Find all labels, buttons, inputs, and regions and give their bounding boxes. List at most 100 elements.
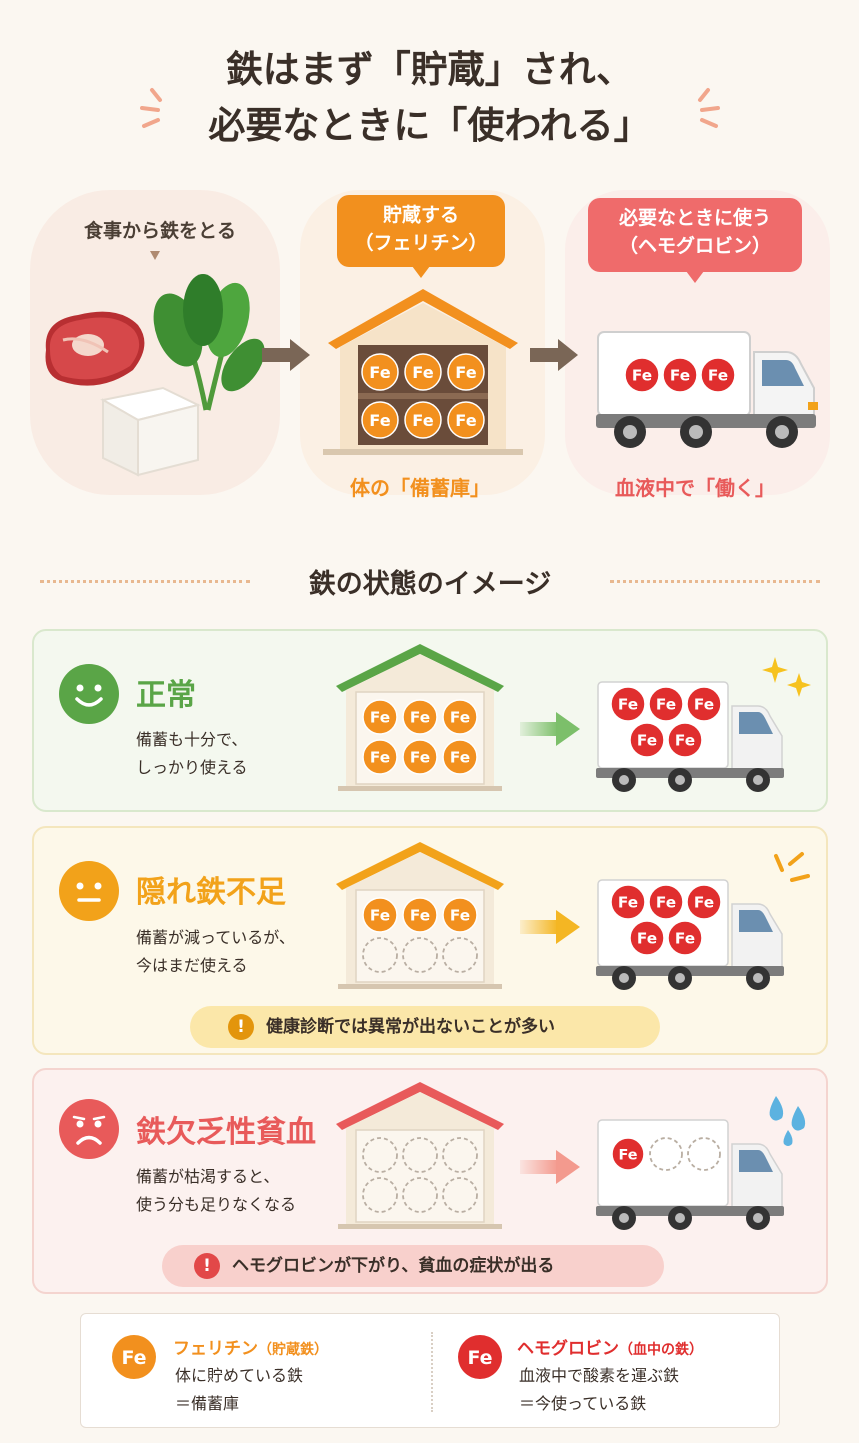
- hemoglobin-fe-icon: Fe: [611, 1137, 645, 1171]
- state-desc-hidden-line2: 今はまだ使える: [136, 956, 248, 975]
- svg-text:Fe: Fe: [467, 1347, 492, 1369]
- ferritin-fe-icon: Fe: [442, 699, 478, 735]
- hemoglobin-fe-icon: Fe: [629, 722, 665, 758]
- svg-text:Fe: Fe: [675, 930, 695, 948]
- empty-iron-slot: [402, 1177, 438, 1213]
- svg-text:Fe: Fe: [708, 367, 728, 385]
- svg-text:Fe: Fe: [455, 411, 476, 430]
- transfer-arrow-icon: [520, 712, 580, 746]
- svg-text:Fe: Fe: [675, 732, 695, 750]
- svg-text:Fe: Fe: [637, 930, 657, 948]
- transfer-arrow-icon: [520, 1150, 580, 1184]
- svg-text:Fe: Fe: [412, 363, 433, 382]
- state-desc-anemia-line1: 備蓄が枯渇すると、: [136, 1167, 280, 1186]
- empty-iron-slot: [442, 1177, 478, 1213]
- empty-iron-slot: [442, 937, 478, 973]
- note-hidden-deficiency: ! 健康診断では異常が出ないことが多い: [190, 1006, 660, 1048]
- use-bubble-line2: （ヘモグロビン）: [618, 235, 771, 257]
- store-bubble: 貯蔵する （フェリチン）: [337, 195, 505, 278]
- transfer-arrow-icon: [520, 910, 580, 944]
- use-bubble-line1: 必要なときに使う: [618, 207, 771, 229]
- hemoglobin-fe-icon: Fe: [458, 1335, 502, 1379]
- svg-text:Fe: Fe: [450, 709, 470, 727]
- flow-arrow-2-icon: [530, 339, 578, 371]
- svg-text:Fe: Fe: [370, 907, 390, 925]
- svg-text:Fe: Fe: [656, 894, 676, 912]
- ferritin-fe-icon: Fe: [404, 353, 442, 391]
- svg-text:Fe: Fe: [694, 894, 714, 912]
- ferritin-fe-icon: Fe: [447, 401, 485, 439]
- state-illustration-anemia: Fe: [336, 1082, 784, 1230]
- state-desc-hidden-deficiency: 備蓄が減っているが、 今はまだ使える: [136, 924, 295, 980]
- store-bubble-line2: （フェリチン）: [354, 232, 488, 254]
- title-spark-left-icon: [140, 88, 162, 128]
- svg-text:Fe: Fe: [121, 1347, 146, 1369]
- svg-text:Fe: Fe: [455, 363, 476, 382]
- legend-ferritin-desc: 体に貯めている鉄 ＝備蓄庫: [175, 1362, 303, 1418]
- legend-ferritin-sub: （貯蔵鉄）: [258, 1342, 328, 1358]
- state-desc-anemia-line2: 使う分も足りなくなる: [136, 1195, 297, 1214]
- svg-text:Fe: Fe: [656, 696, 676, 714]
- svg-text:Fe: Fe: [618, 1147, 637, 1163]
- legend-ferritin-desc1: 体に貯めている鉄: [175, 1366, 304, 1385]
- ferritin-fe-icon: Fe: [361, 401, 399, 439]
- legend-hemoglobin-desc2: ＝今使っている鉄: [519, 1394, 647, 1413]
- legend-hemoglobin-title: ヘモグロビン: [517, 1339, 619, 1359]
- truck-icon: [596, 1119, 784, 1230]
- warning-icon: !: [194, 1253, 220, 1279]
- ferritin-fe-icon: Fe: [362, 699, 398, 735]
- smile-face-icon: [59, 664, 119, 724]
- legend-ferritin-name: フェリチン（貯蔵鉄）: [173, 1334, 328, 1359]
- ferritin-fe-icon: Fe: [447, 353, 485, 391]
- svg-text:Fe: Fe: [637, 732, 657, 750]
- ferritin-fe-icon: Fe: [402, 897, 438, 933]
- svg-text:Fe: Fe: [369, 411, 390, 430]
- hemoglobin-fe-icon: Fe: [648, 884, 684, 920]
- hemoglobin-fe-icon: Fe: [686, 884, 722, 920]
- sad-face-icon: [59, 1099, 119, 1159]
- title-line2: 必要なときに「使われる」: [208, 104, 651, 147]
- states-header-right-divider: [610, 580, 820, 583]
- states-header-left-divider: [40, 580, 250, 583]
- ferritin-fe-icon: Fe: [442, 897, 478, 933]
- sweat-drops-icon: [769, 1096, 806, 1146]
- svg-text:Fe: Fe: [618, 696, 638, 714]
- svg-text:Fe: Fe: [410, 709, 430, 727]
- hemoglobin-fe-icon: Fe: [700, 357, 736, 393]
- empty-iron-slot: [402, 1137, 438, 1173]
- svg-text:Fe: Fe: [370, 749, 390, 767]
- hemoglobin-fe-icon: Fe: [629, 920, 665, 956]
- ferritin-fe-icon: Fe: [362, 897, 398, 933]
- meat-icon: [45, 311, 145, 386]
- note-anemia: ! ヘモグロビンが下がり、貧血の症状が出る: [162, 1245, 664, 1287]
- svg-text:Fe: Fe: [370, 709, 390, 727]
- legend-divider: [431, 1332, 433, 1412]
- state-desc-normal-line2: しっかり使える: [136, 758, 248, 777]
- hemoglobin-fe-icon: Fe: [667, 722, 703, 758]
- svg-text:Fe: Fe: [412, 411, 433, 430]
- legend-hemoglobin-desc1: 血液中で酸素を運ぶ鉄: [519, 1366, 680, 1385]
- empty-iron-slot: [687, 1137, 721, 1171]
- svg-text:Fe: Fe: [410, 907, 430, 925]
- legend-hemoglobin-desc: 血液中で酸素を運ぶ鉄 ＝今使っている鉄: [519, 1362, 679, 1418]
- title-spark-right-icon: [698, 88, 720, 128]
- hemoglobin-fe-icon: Fe: [667, 920, 703, 956]
- hemoglobin-fe-icon: Fe: [624, 357, 660, 393]
- use-bubble: 必要なときに使う （ヘモグロビン）: [588, 198, 802, 283]
- empty-iron-slot: [649, 1137, 683, 1171]
- ferritin-fe-icon: Fe: [402, 739, 438, 775]
- ferritin-fe-icon: Fe: [402, 699, 438, 735]
- hemoglobin-fe-icon: Fe: [662, 357, 698, 393]
- ferritin-fe-icon: Fe: [404, 401, 442, 439]
- legend-ferritin-title: フェリチン: [173, 1339, 258, 1359]
- svg-text:Fe: Fe: [450, 749, 470, 767]
- food-label: 食事から鉄をとる: [83, 220, 236, 242]
- state-desc-anemia: 備蓄が枯渇すると、 使う分も足りなくなる: [136, 1163, 296, 1219]
- empty-iron-slot: [362, 1177, 398, 1213]
- empty-iron-slot: [362, 937, 398, 973]
- ferritin-fe-icon: Fe: [442, 739, 478, 775]
- ferritin-fe-icon: Fe: [362, 739, 398, 775]
- svg-text:Fe: Fe: [618, 894, 638, 912]
